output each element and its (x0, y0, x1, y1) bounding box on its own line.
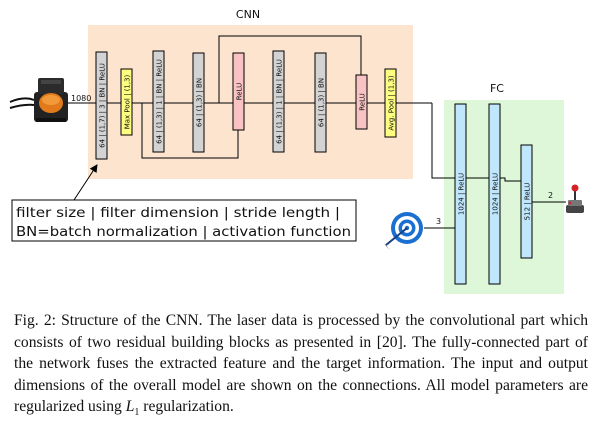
input-dimension-label: 1080 (71, 94, 91, 103)
target-icon (384, 212, 423, 250)
cnn-connections (68, 35, 566, 229)
relu-layer-1: ReLU (232, 52, 245, 131)
figure-caption: Fig. 2: Structure of the CNN. The laser … (14, 310, 588, 424)
svg-text:64 | (1,3) | 1 | BN | ReLU: 64 | (1,3) | 1 | BN | ReLU (276, 59, 284, 144)
svg-text:ReLU: ReLU (359, 93, 367, 111)
fc-layers: 1024 | ReLU 1024 | ReLU 512 | ReLU (454, 103, 533, 285)
svg-text:64 | (1,7) | 3 | BN | ReLU: 64 | (1,7) | 3 | BN | ReLU (99, 63, 107, 148)
fc-title: FC (490, 82, 504, 95)
cnn-layers: 64 | (1,7) | 3 | BN | ReLU Max Pool | (1… (95, 50, 397, 160)
svg-text:64 | (1,3) | 1 | BN | ReLU: 64 | (1,3) | 1 | BN | ReLU (156, 59, 164, 144)
conv-layer-2: 64 | (1,3) | 1 | BN | ReLU (152, 50, 165, 153)
relu-layer-2: ReLU (355, 74, 368, 130)
target-dimension-label: 3 (436, 217, 441, 226)
max-pool-layer: Max Pool | (1,3) (120, 68, 133, 136)
lidar-sensor-icon (9, 78, 68, 122)
caption-text-end: regularization. (139, 398, 234, 415)
svg-text:1024 | ReLU: 1024 | ReLU (492, 173, 500, 215)
svg-text:Max Pool | (1,3): Max Pool | (1,3) (124, 74, 132, 129)
conv-layer-3: 64 | (1,3) | BN (192, 52, 205, 153)
layer-legend: filter size | filter dimension | stride … (11, 164, 357, 242)
fc-layer-1: 1024 | ReLU (454, 103, 467, 285)
conv-layer-5: 64 | (1,3) | BN (314, 52, 327, 153)
svg-text:Avg. Pool | (1,3): Avg. Pool | (1,3) (388, 75, 396, 131)
conv-layer-4: 64 | (1,3) | 1 | BN | ReLU (272, 50, 285, 153)
output-dimension-label: 2 (548, 191, 553, 200)
svg-text:64 | (1,3) | BN: 64 | (1,3) | BN (318, 78, 326, 127)
caption-l-subscript: 1 (134, 407, 140, 419)
conv-layer-1: 64 | (1,7) | 3 | BN | ReLU (95, 51, 108, 160)
joystick-icon (566, 184, 584, 213)
svg-text:64 | (1,3) | BN: 64 | (1,3) | BN (196, 78, 204, 127)
legend-line-2: BN=batch normalization | activation func… (16, 224, 351, 240)
fc-layer-3: 512 | ReLU (520, 144, 533, 259)
svg-text:ReLU: ReLU (236, 83, 244, 101)
caption-text: Fig. 2: Structure of the CNN. The laser … (14, 312, 588, 415)
caption-l-symbol: L (125, 398, 135, 415)
svg-text:512 | ReLU: 512 | ReLU (524, 183, 532, 221)
fc-layer-2: 1024 | ReLU (488, 103, 501, 285)
cnn-title: CNN (236, 8, 260, 21)
avg-pool-layer: Avg. Pool | (1,3) (384, 68, 397, 138)
cnn-architecture-diagram: CNN FC 1080 (9, 8, 584, 294)
legend-line-1: filter size | filter dimension | stride … (16, 205, 340, 221)
svg-text:1024 | ReLU: 1024 | ReLU (458, 173, 466, 215)
